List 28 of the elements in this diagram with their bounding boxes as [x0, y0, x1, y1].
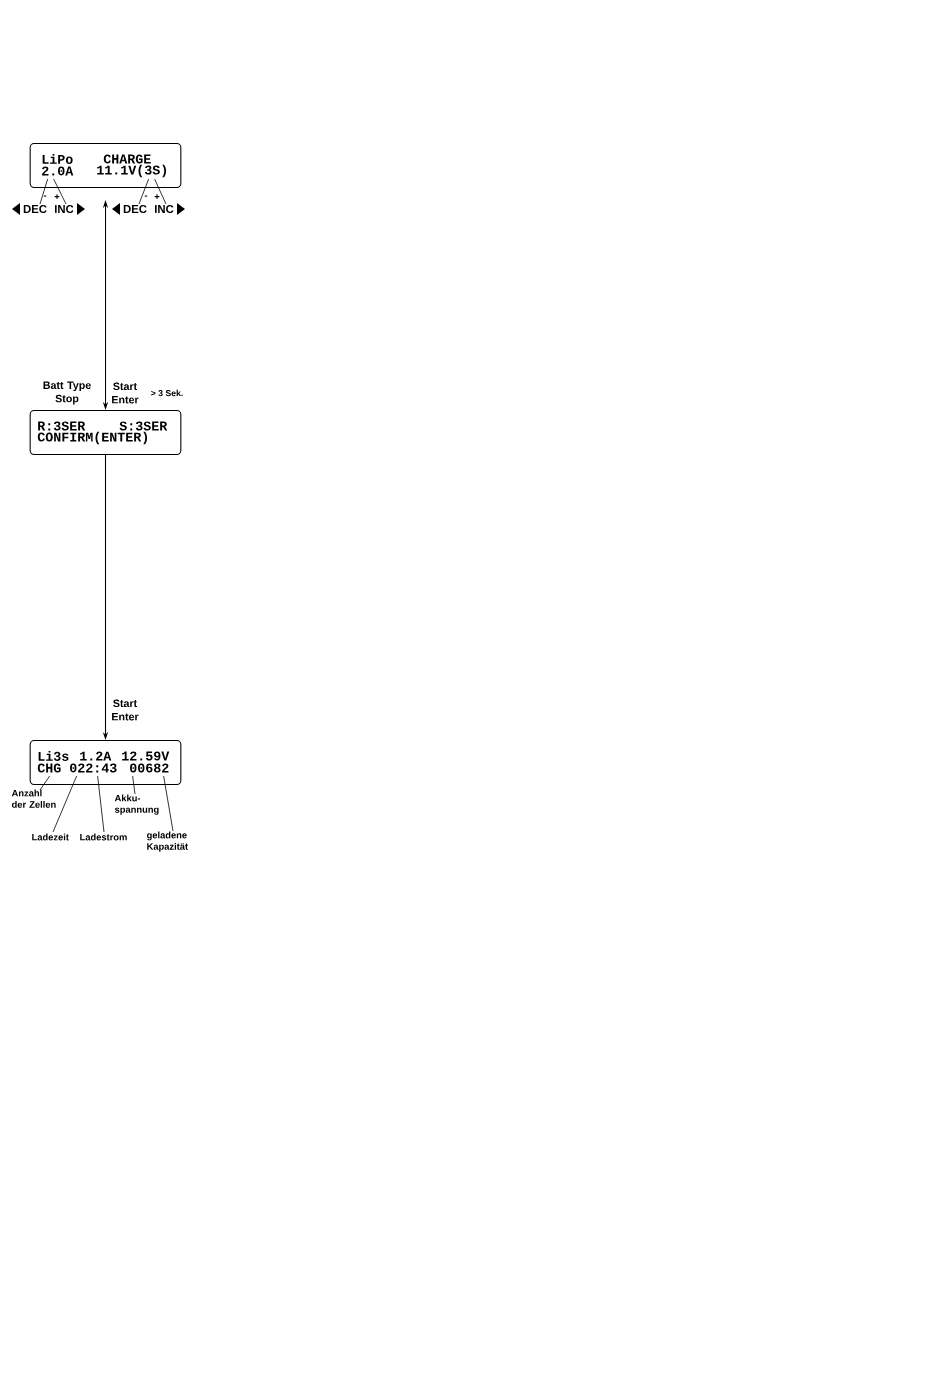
leader-line: [39, 775, 51, 791]
callout-text: Anzahl der Zellen: [11, 789, 56, 808]
leader-line: [163, 775, 174, 832]
callout-text: +: [54, 194, 60, 199]
button-label: Start Enter: [112, 699, 139, 721]
leader-line: [52, 775, 78, 833]
callout-text: geladene Kapazität: [147, 831, 188, 852]
leader-line: [53, 178, 67, 205]
button-label: DEC: [23, 205, 47, 213]
callout-text: -: [43, 195, 47, 197]
leader-line: [138, 178, 150, 205]
lcd-screen: R:3SER S:3SER CONFIRM(ENTER): [29, 409, 182, 456]
lcd-screen: LiPo CHARGE 2.0A 11.1V(3S): [29, 142, 182, 189]
callout-text: Akku- spannung: [114, 794, 159, 815]
lcd-screen: Li3s 1.2A 12.59V CHG 022:43 00682: [29, 739, 182, 786]
button-label: Start Enter: [112, 382, 139, 404]
callout-text: Ladezeit: [32, 833, 69, 841]
button-label: DEC: [123, 205, 147, 213]
note-text: > 3 Sek.: [151, 389, 183, 397]
leader-line: [154, 178, 167, 205]
callout-text: +: [154, 194, 160, 199]
leader-line: [97, 775, 105, 833]
callout-text: -: [144, 195, 148, 197]
callout-text: Ladestrom: [80, 833, 127, 841]
leader-line: [39, 178, 49, 205]
button-label: INC: [155, 205, 174, 213]
button-label: INC: [55, 205, 74, 213]
leader-line: [132, 775, 136, 795]
